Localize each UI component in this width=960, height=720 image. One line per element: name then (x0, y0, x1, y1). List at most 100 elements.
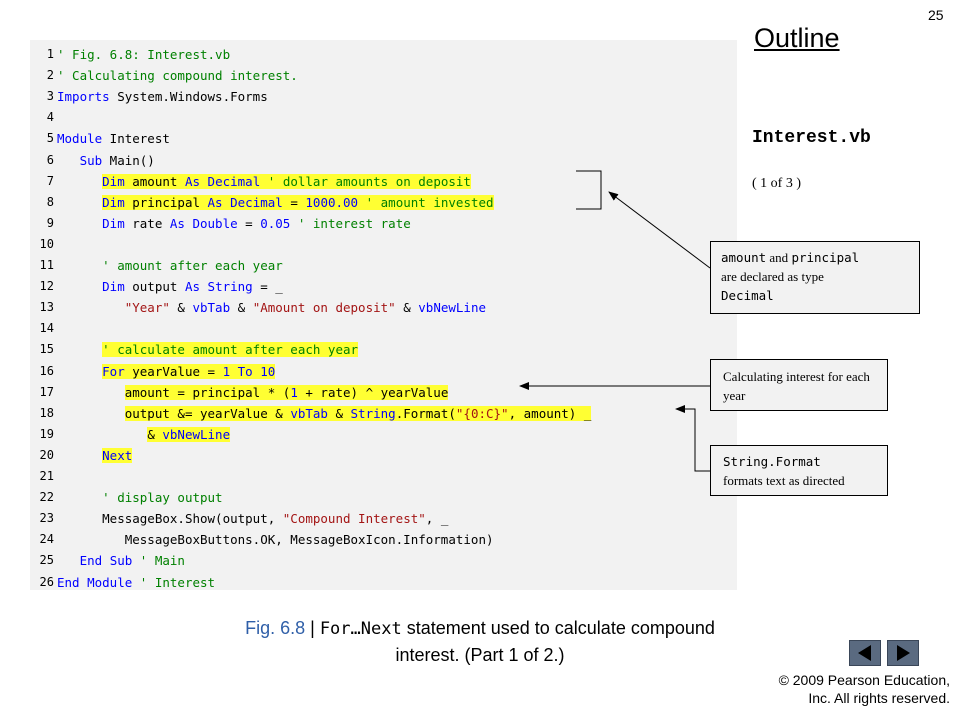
line-code: ' calculate amount after each year (57, 339, 359, 360)
code-token: ' display output (102, 490, 223, 506)
code-line: 15 ' calculate amount after each year (30, 339, 737, 360)
line-code: output &= yearValue & vbTab & String.For… (57, 403, 592, 424)
code-token: ' Fig. 6.8: Interest.vb (57, 47, 231, 62)
code-line: 2' Calculating compound interest. (30, 65, 737, 86)
callout-text: are declared as type (721, 269, 824, 284)
code-token: To (237, 363, 253, 379)
callout-mono: String.Format (723, 454, 821, 469)
line-code: ' Fig. 6.8: Interest.vb (57, 44, 230, 65)
code-token: amount (124, 173, 185, 189)
code-token (57, 490, 102, 505)
code-token (57, 385, 125, 400)
code-line: 25 End Sub ' Main (30, 550, 737, 571)
callout-interest-calculation: Calculating interest for each year (710, 359, 888, 411)
code-token: As (184, 279, 201, 295)
line-number: 5 (46, 131, 54, 146)
callout-mono: principal (791, 250, 860, 265)
code-token (57, 174, 102, 189)
code-line: 22 ' display output (30, 487, 737, 508)
line-number: 1 (46, 47, 54, 61)
code-token: As (184, 173, 201, 189)
line-code: ' display output (57, 487, 223, 508)
code-token: & (327, 405, 351, 421)
code-token (57, 216, 102, 231)
code-token: rate (124, 215, 170, 231)
code-token (358, 194, 366, 210)
code-token (260, 173, 268, 189)
code-token: "Year" (124, 300, 170, 316)
line-code: For yearValue = 1 To 10 (57, 361, 276, 382)
code-token: output &= yearValue & (124, 405, 291, 421)
code-token (57, 258, 102, 273)
code-token: Next (102, 447, 133, 463)
code-line: 6 Sub Main() (30, 150, 737, 171)
code-token: Interest (102, 131, 170, 147)
line-code: ' amount after each year (57, 255, 283, 276)
code-line: 7 Dim amount As Decimal ' dollar amounts… (30, 171, 737, 192)
code-token: Decimal (230, 194, 283, 210)
code-token: 1000.00 (305, 194, 359, 210)
code-line: 4 (30, 107, 737, 128)
code-line: 19 & vbNewLine (30, 424, 737, 445)
figure-caption: Fig. 6.8 | For…Next statement used to ca… (240, 615, 720, 668)
code-token: Dim (102, 173, 125, 189)
line-number: 4 (46, 110, 54, 125)
code-token: Double (192, 215, 238, 231)
code-token: Module (57, 131, 103, 147)
code-line: 16 For yearValue = 1 To 10 (30, 361, 737, 382)
code-token: ' Calculating compound interest. (57, 68, 298, 84)
code-token: ' calculate amount after each year (102, 342, 359, 358)
code-token: String (207, 279, 253, 295)
code-token: Dim (102, 215, 125, 231)
code-token (57, 342, 102, 357)
code-token (132, 553, 140, 568)
code-token: Main() (102, 152, 155, 168)
line-number: 21 (39, 469, 54, 483)
line-code: ' Calculating compound interest. (57, 65, 298, 86)
code-token: Dim (102, 279, 125, 295)
code-line: 17 amount = principal * (1 + rate) ^ yea… (30, 382, 737, 403)
triangle-left-icon (858, 645, 871, 661)
code-token: & (147, 426, 163, 442)
code-token: amount = principal * ( (124, 384, 291, 400)
code-token: ' dollar amounts on deposit (267, 173, 471, 189)
caption-figure-number: Fig. 6.8 (245, 618, 306, 638)
line-number: 6 (46, 152, 54, 167)
code-line: 20 Next (30, 445, 737, 466)
code-token (57, 195, 102, 210)
previous-slide-button[interactable] (849, 640, 881, 666)
line-code: Module Interest (57, 128, 170, 149)
callout-text: Calculating interest for each year (723, 369, 870, 403)
line-number: 2 (46, 68, 54, 83)
next-slide-button[interactable] (887, 640, 919, 666)
line-code: Next (57, 445, 133, 466)
code-token: vbTab (192, 300, 231, 316)
code-token: , _ (425, 511, 449, 527)
code-line: 8 Dim principal As Decimal = 1000.00 ' a… (30, 192, 737, 213)
code-token: vbNewLine (162, 426, 231, 442)
code-token: ' Interest (139, 574, 216, 590)
code-token (57, 427, 147, 442)
code-token: ' amount invested (365, 194, 494, 210)
code-token: vbTab (290, 405, 328, 421)
code-token: = (237, 215, 261, 231)
code-token: Sub (79, 152, 103, 168)
caption-mono: For…Next (319, 619, 402, 639)
code-token: ' Main (139, 553, 185, 569)
code-token (57, 406, 125, 421)
line-number: 10 (39, 236, 54, 251)
triangle-right-icon (897, 645, 910, 661)
code-token: & (230, 300, 253, 316)
code-token (290, 216, 298, 231)
line-number: 8 (46, 194, 54, 209)
code-token: yearValue = (124, 363, 223, 379)
code-token: Sub (109, 553, 133, 569)
line-number: 17 (39, 384, 54, 399)
code-token (57, 553, 80, 568)
code-token: 0.05 (260, 215, 291, 231)
code-token (200, 173, 208, 189)
line-code: Dim principal As Decimal = 1000.00 ' amo… (57, 192, 494, 213)
line-number: 11 (39, 258, 54, 272)
